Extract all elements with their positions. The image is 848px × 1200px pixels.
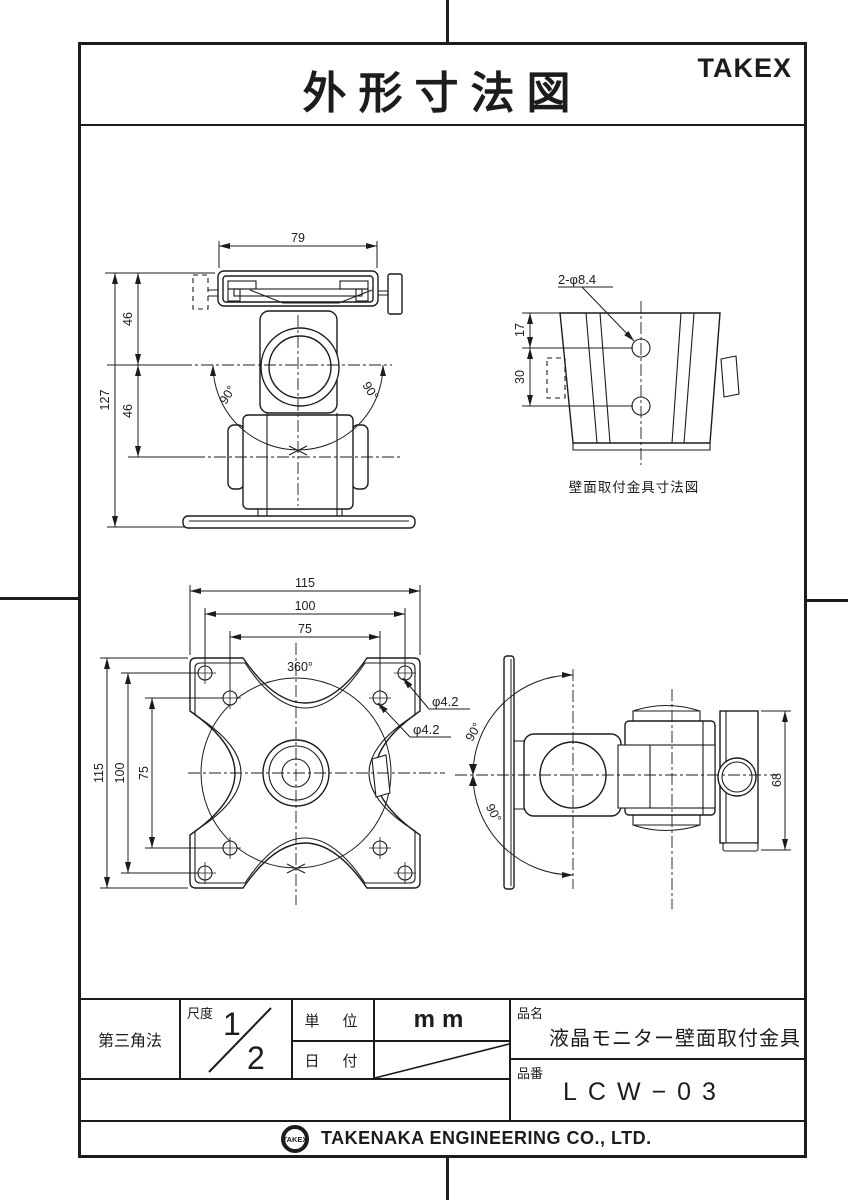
- scale-label: 尺度: [187, 1006, 214, 1021]
- angle-side-down: 90°: [483, 801, 504, 824]
- product-number-value: LCW−03: [563, 1078, 727, 1106]
- dim-plate-h75: 75: [137, 766, 151, 780]
- dim-plate-h115: 115: [92, 763, 106, 783]
- company-logo: TAKEX: [281, 1125, 309, 1153]
- product-name-value: 液晶モニター壁面取付金具: [549, 1028, 801, 1050]
- date-blank-slash: [375, 1043, 509, 1078]
- dim-plate-w75: 75: [298, 622, 312, 636]
- register-tick-right: [807, 599, 848, 602]
- dim-plate-h100: 100: [113, 763, 127, 784]
- product-number-label: 品番: [517, 1066, 544, 1081]
- projection-label: 第三角法: [97, 1033, 162, 1050]
- dim-front-total: 127: [98, 390, 112, 411]
- title-band: 外形寸法図 TAKEX: [81, 45, 804, 126]
- product-number-cell: 品番 LCW−03: [511, 1058, 804, 1120]
- register-tick-left: [0, 597, 78, 600]
- unit-value: mm: [413, 1006, 471, 1033]
- dim-bracket-30: 30: [513, 370, 527, 384]
- scale-slash: [208, 1007, 272, 1073]
- angle-front-right: 90°: [359, 379, 381, 402]
- brand-logo: TAKEX: [697, 53, 792, 83]
- scale-denominator: 2: [247, 1040, 265, 1076]
- dim-bracket-17: 17: [513, 323, 527, 337]
- angle-front-left: 90°: [217, 383, 239, 406]
- vesa-plate-view: 115 100 75 115 100 75 360° φ4.2 φ4.2: [92, 576, 470, 905]
- date-label-cell: 日 付: [293, 1040, 375, 1078]
- note-hole-dia-b: φ4.2: [413, 722, 440, 737]
- unit-label: 単 位: [304, 1012, 362, 1030]
- note-hole-dia-a: φ4.2: [432, 694, 459, 709]
- company-name: TAKENAKA ENGINEERING CO., LTD.: [321, 1128, 652, 1148]
- technical-drawing: 79 46 46 127 90° 90°: [92, 231, 791, 909]
- sheet-frame: 外形寸法図 TAKEX: [78, 42, 807, 1158]
- scale-numerator: 1: [223, 1006, 241, 1042]
- dim-plate-w100: 100: [295, 599, 316, 613]
- side-view: 90° 90° 68: [455, 655, 791, 909]
- angle-side-up: 90°: [463, 720, 485, 743]
- dim-side-68: 68: [770, 773, 784, 787]
- register-tick-top: [446, 0, 449, 42]
- register-tick-bottom: [446, 1158, 449, 1200]
- product-name-label: 品名: [517, 1006, 544, 1021]
- company-logo-text: TAKEX: [282, 1134, 308, 1144]
- dim-front-lower: 46: [121, 404, 135, 418]
- product-name-cell: 品名 液晶モニター壁面取付金具: [511, 998, 804, 1058]
- scale-cell: 尺度 1 2: [181, 998, 293, 1078]
- unit-label-cell: 単 位: [293, 998, 375, 1040]
- note-bracket-holes: 2-φ8.4: [558, 272, 596, 287]
- footer-band: TAKEX TAKENAKA ENGINEERING CO., LTD.: [81, 1120, 804, 1155]
- page-title: 外形寸法図: [302, 69, 583, 118]
- dim-front-upper: 46: [121, 312, 135, 326]
- empty-cell: [81, 1078, 511, 1120]
- unit-value-cell: mm: [375, 998, 511, 1040]
- dim-plate-w115: 115: [295, 576, 315, 590]
- angle-plate-swivel: 360°: [287, 660, 313, 674]
- title-block: 第三角法 尺度 1 2 単 位 mm 日 付: [81, 998, 804, 1120]
- projection-cell: 第三角法: [81, 998, 181, 1078]
- front-view: 79 46 46 127 90° 90°: [98, 231, 416, 529]
- date-value-cell: [375, 1040, 511, 1078]
- dim-front-width: 79: [291, 231, 305, 245]
- bracket-caption: 壁面取付金具寸法図: [569, 480, 700, 495]
- wall-bracket-view: 2-φ8.4 17 30 壁面取付金具寸法図: [513, 272, 740, 495]
- date-label: 日 付: [304, 1052, 362, 1070]
